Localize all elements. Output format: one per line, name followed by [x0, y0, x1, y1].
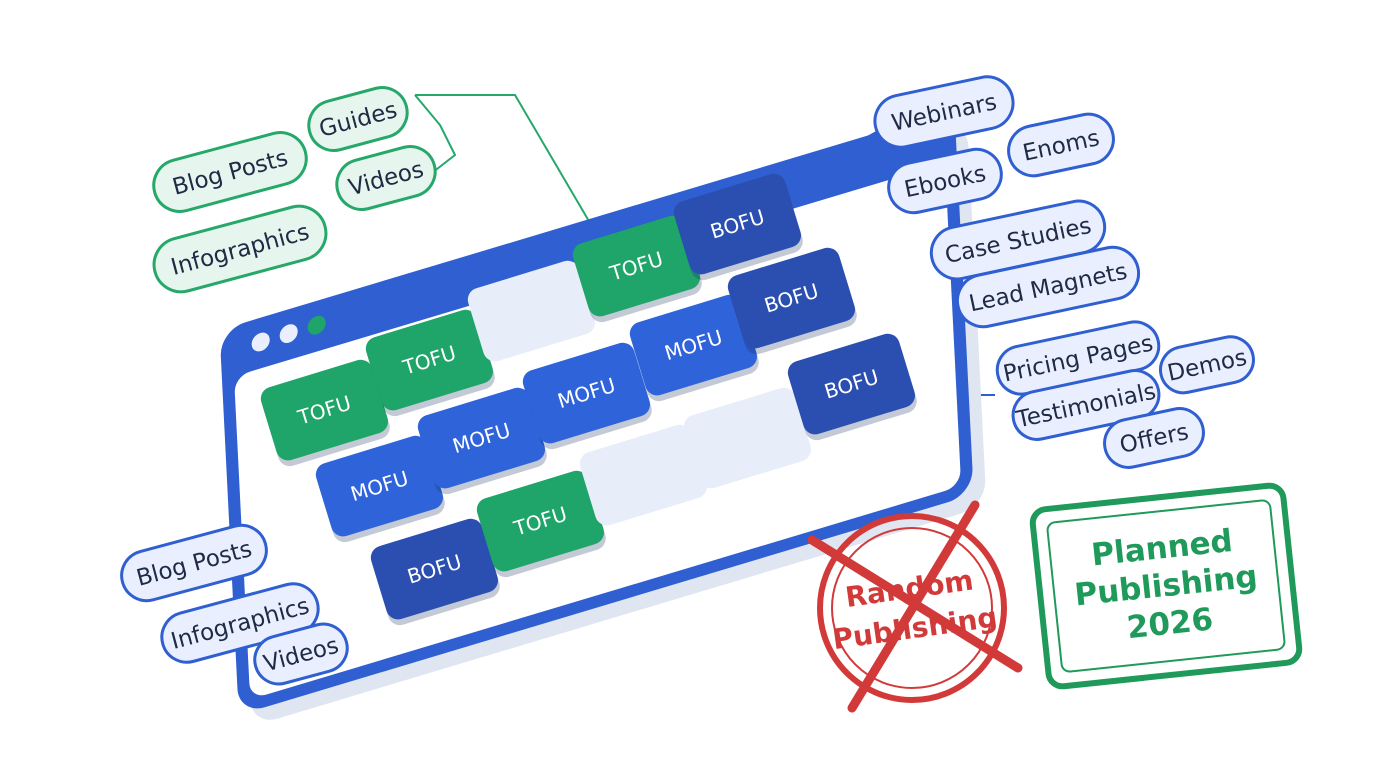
- tile-tofu-12[interactable]: TOFU: [474, 468, 609, 580]
- window-dot-1: [251, 332, 270, 352]
- stamp-planned-line3: 2026: [1125, 601, 1215, 646]
- pill-enoms[interactable]: Enoms: [1004, 110, 1118, 181]
- tile-bofu-10[interactable]: BOFU: [725, 245, 860, 357]
- tile-tofu-1[interactable]: TOFU: [258, 357, 393, 469]
- pill-offers[interactable]: Offers: [1100, 404, 1208, 472]
- pill-group-mid-right: Pricing Pages Testimonials Demos Offers: [995, 320, 1258, 472]
- pill-demos[interactable]: Demos: [1156, 333, 1258, 398]
- pill-group-bottom-left: Blog Posts Infographics Videos: [120, 523, 352, 690]
- tile-bofu-15[interactable]: BOFU: [785, 331, 920, 443]
- tile-grid: TOFUTOFUTOFUBOFUMOFUMOFUMOFUMOFUBOFUBOFU…: [258, 171, 920, 628]
- window-dot-3: [307, 315, 326, 335]
- tile-mofu-8[interactable]: MOFU: [520, 340, 655, 452]
- tile-mofu-9[interactable]: MOFU: [627, 292, 762, 404]
- pill-videos-bottom[interactable]: Videos: [249, 619, 352, 690]
- tile-empty-14: [683, 387, 812, 489]
- connector-guides-to-tofu: [415, 94, 601, 241]
- pill-videos-top[interactable]: Videos: [331, 141, 441, 215]
- planned-publishing-stamp: Planned Publishing 2026: [1029, 482, 1303, 690]
- cross-out-line-2: [847, 500, 980, 713]
- pill-webinars[interactable]: Webinars: [870, 72, 1018, 152]
- tile-mofu-6[interactable]: MOFU: [313, 433, 448, 545]
- tile-tofu-2[interactable]: TOFU: [363, 307, 498, 419]
- tile-empty-13: [579, 424, 708, 526]
- tile-empty-3: [467, 260, 596, 362]
- pill-infographics-top[interactable]: Infographics: [148, 200, 332, 298]
- tile-tofu-4[interactable]: TOFU: [570, 213, 705, 325]
- pill-ebooks[interactable]: Ebooks: [884, 145, 1006, 218]
- tile-mofu-7[interactable]: MOFU: [415, 385, 550, 497]
- pill-group-top-right: Webinars Ebooks Enoms Case Studies Lead …: [870, 72, 1141, 329]
- tile-bofu-5[interactable]: BOFU: [671, 171, 806, 283]
- pill-group-top-left: Blog Posts Guides Infographics Videos: [148, 82, 441, 298]
- pill-blog-posts-top[interactable]: Blog Posts: [148, 127, 312, 218]
- tile-bofu-11[interactable]: BOFU: [368, 516, 503, 628]
- pill-guides[interactable]: Guides: [303, 82, 413, 156]
- window-dot-2: [279, 324, 298, 343]
